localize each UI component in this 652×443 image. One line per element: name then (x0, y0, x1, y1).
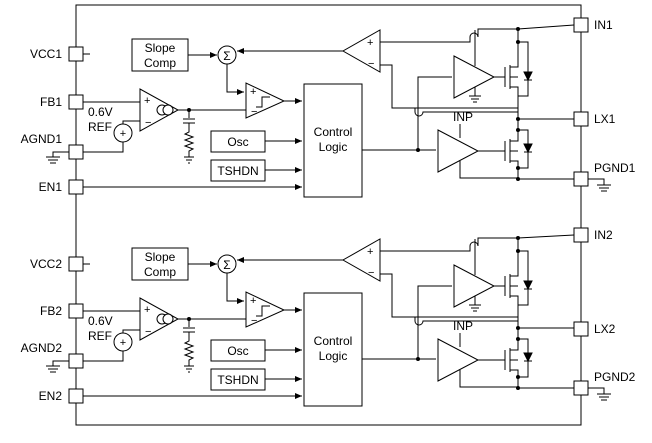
pin-vcc2: VCC2 (30, 257, 62, 271)
svg-text:Osc: Osc (227, 135, 248, 149)
current-sense-amp-1 (341, 29, 381, 73)
ref-voltage-1: 0.6V (88, 105, 113, 119)
pin-pgnd2: PGND2 (594, 370, 636, 384)
inp-label-1: INP (453, 110, 473, 124)
svg-text:+: + (367, 246, 373, 258)
svg-text:−: − (145, 326, 151, 338)
ref-voltage-2: 0.6V (88, 314, 113, 328)
svg-text:Slope: Slope (145, 41, 176, 55)
svg-text:Control: Control (314, 125, 353, 139)
svg-text:TSHDN: TSHDN (217, 373, 258, 387)
svg-text:Comp: Comp (144, 265, 176, 279)
control-logic-block-2 (303, 292, 363, 407)
ref-label-1: REF (88, 120, 112, 134)
svg-text:Osc: Osc (227, 344, 248, 358)
svg-text:−: − (145, 117, 151, 129)
pin-agnd1: AGND1 (21, 132, 63, 146)
svg-text:+: + (120, 337, 126, 349)
svg-text:+: + (367, 37, 373, 49)
pwm-comparator-1 (245, 82, 286, 119)
svg-text:−: − (251, 106, 257, 118)
svg-text:−: − (251, 315, 257, 327)
pin-fb1: FB1 (40, 95, 62, 109)
pin-lx2: LX2 (594, 322, 616, 336)
svg-text:Σ: Σ (223, 49, 230, 63)
svg-text:−: − (368, 267, 374, 279)
chip-outline (75, 4, 582, 426)
pin-en2: EN2 (39, 389, 63, 403)
high-side-driver-1 (453, 55, 496, 99)
channel-2: Slope Comp Σ + − + − + 0.6V REF + − Cont… (83, 234, 575, 407)
low-side-driver-2 (437, 338, 480, 382)
high-side-driver-2 (453, 264, 496, 308)
pin-vcc1: VCC1 (30, 47, 62, 61)
pin-in2: IN2 (594, 228, 613, 242)
current-sense-amp-2 (341, 238, 381, 282)
pin-in1: IN1 (594, 18, 613, 32)
pwm-comparator-2 (245, 291, 286, 328)
low-side-driver-1 (437, 129, 480, 173)
svg-text:Slope: Slope (145, 250, 176, 264)
pin-lx1: LX1 (594, 112, 616, 126)
svg-text:+: + (250, 295, 256, 307)
slope-comp-block-1 (131, 38, 189, 72)
svg-text:TSHDN: TSHDN (217, 164, 258, 178)
inp-label-2: INP (453, 319, 473, 333)
svg-text:+: + (144, 304, 150, 316)
left-pins: VCC1 FB1 AGND1 EN1 VCC2 FB2 AGND2 EN2 (21, 46, 84, 404)
svg-text:+: + (250, 86, 256, 98)
ref-label-2: REF (88, 329, 112, 343)
right-pins: IN1 LX1 PGND1 IN2 LX2 PGND2 (573, 17, 636, 401)
svg-text:Σ: Σ (223, 258, 230, 272)
slope-comp-block-2 (131, 247, 189, 281)
svg-text:+: + (120, 128, 126, 140)
svg-text:Logic: Logic (319, 349, 348, 363)
svg-text:−: − (368, 58, 374, 70)
pin-fb2: FB2 (40, 304, 62, 318)
svg-text:Logic: Logic (319, 140, 348, 154)
channel-1: Slope Comp Σ + − + − + 0.6V REF (83, 24, 575, 198)
svg-text:+: + (144, 95, 150, 107)
svg-text:Comp: Comp (144, 56, 176, 70)
pin-agnd2: AGND2 (21, 341, 63, 355)
pin-en1: EN1 (39, 180, 63, 194)
pin-pgnd1: PGND1 (594, 161, 636, 175)
control-logic-block-1 (303, 83, 363, 198)
svg-text:Control: Control (314, 334, 353, 348)
